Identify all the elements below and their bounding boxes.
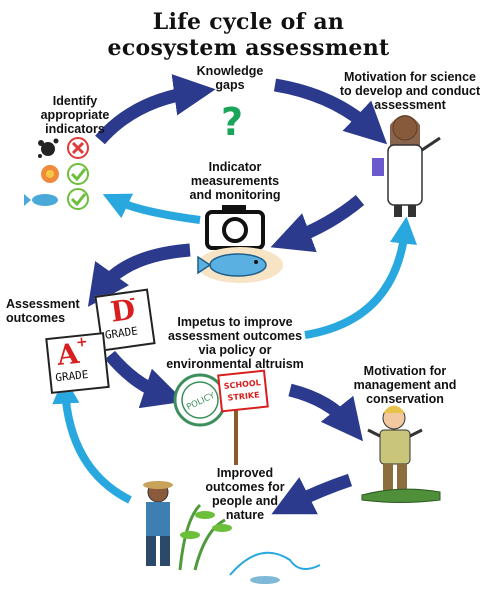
fish-illustration — [197, 247, 283, 283]
management-line2: management and — [353, 378, 457, 392]
label-identify-indicators: Identify appropriate indicators — [30, 94, 120, 136]
label-knowledge-gaps: Knowledge gaps — [180, 64, 280, 92]
check-icon-1 — [67, 163, 89, 185]
improved-line1: Improved — [216, 466, 274, 480]
measurements-line2: measurements — [190, 174, 280, 188]
scientist-figure — [372, 115, 441, 217]
management-line3: conservation — [366, 392, 444, 406]
label-motivation-management: Motivation for management and conservati… — [345, 364, 465, 406]
question-mark-icon: ? — [221, 100, 243, 144]
plants-illustration — [178, 503, 232, 571]
cross-icon — [67, 137, 89, 159]
arrow-indicators-to-gaps — [95, 74, 216, 145]
camera-icon — [205, 205, 265, 250]
impetus-line4: environmental altruism — [166, 357, 304, 371]
science-line3: assessment — [374, 98, 446, 112]
arrow-policy-to-management — [288, 383, 363, 442]
label-assessment-outcomes: Assessment outcomes — [6, 297, 96, 325]
fish-icon-small — [24, 194, 58, 206]
outcomes-line2: outcomes — [6, 311, 66, 325]
arrow-measurements-to-indicators — [102, 193, 201, 224]
improved-line3: people and — [212, 494, 278, 508]
label-motivation-science: Motivation for science to develop and co… — [326, 70, 494, 112]
measurements-line1: Indicator — [208, 160, 262, 174]
farmer-figure — [143, 481, 173, 566]
a-grade-word: GRADE — [54, 367, 90, 385]
measurements-line3: and monitoring — [189, 188, 281, 202]
knowledge-gaps-line2: gaps — [215, 78, 245, 92]
arrow-management-to-outcomes — [271, 473, 353, 515]
science-line2: to develop and conduct — [339, 84, 481, 98]
arrow-gaps-to-science — [273, 78, 388, 145]
management-line1: Motivation for — [363, 364, 447, 378]
impetus-line1: Impetus to improve — [177, 315, 293, 329]
arrow-outcomes-to-policy — [105, 350, 185, 409]
ranger-figure — [367, 405, 423, 492]
crocodile-icon — [361, 488, 441, 503]
arrow-impetus-to-science — [304, 216, 418, 339]
arrow-measurements-to-outcomes — [87, 243, 191, 307]
school-strike-sign — [217, 369, 269, 465]
school-strike-line2: STRIKE — [227, 390, 260, 402]
diagram-title-line2: ecosystem assessment — [107, 35, 390, 61]
a-grade-sign: + — [75, 333, 89, 352]
improved-line4: nature — [225, 508, 265, 522]
improved-line2: outcomes for — [205, 480, 285, 494]
science-line1: Motivation for science — [344, 70, 476, 84]
arrow-improved-to-outcomes — [52, 376, 132, 504]
a-grade-card: A + GRADE — [45, 332, 110, 394]
identify-line2: appropriate — [40, 108, 110, 122]
ink-splat-icon — [38, 138, 59, 158]
label-improved-outcomes: Improved outcomes for people and nature — [195, 466, 295, 522]
knowledge-gaps-line1: Knowledge — [196, 64, 264, 78]
d-grade-word: GRADE — [104, 324, 139, 342]
impetus-line3: via policy or — [198, 343, 272, 357]
identify-line3: indicators — [45, 122, 105, 136]
wave-illustration — [229, 551, 321, 584]
arrow-science-to-measurements — [270, 194, 365, 253]
label-impetus: Impetus to improve assessment outcomes v… — [150, 315, 320, 371]
outcomes-line1: Assessment — [6, 297, 80, 311]
identify-line1: Identify — [52, 94, 98, 108]
impetus-line2: assessment outcomes — [167, 329, 303, 343]
label-indicator-measurements: Indicator measurements and monitoring — [175, 160, 295, 202]
check-icon-2 — [67, 188, 89, 210]
diagram-title-line1: Life cycle of an — [152, 9, 345, 35]
d-grade-sign: - — [128, 290, 137, 308]
flower-icon — [41, 165, 59, 183]
school-strike-line1: SCHOOL — [223, 378, 261, 391]
